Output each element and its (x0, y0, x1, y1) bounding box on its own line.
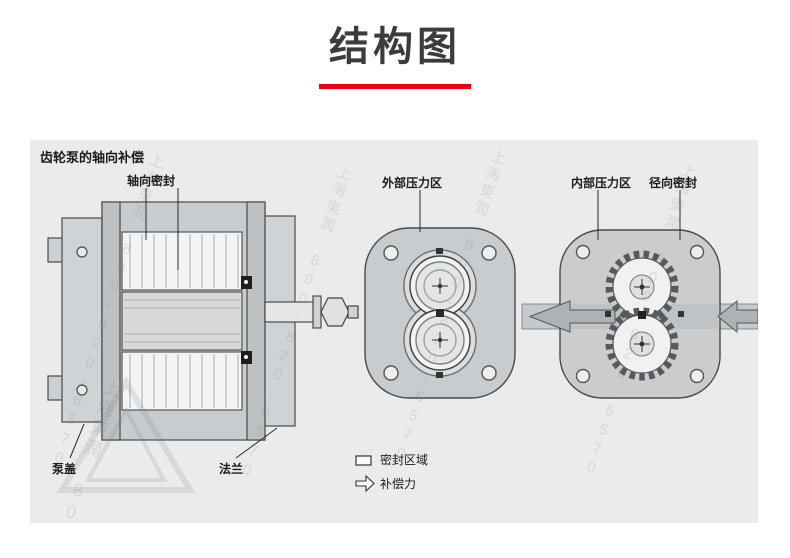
diagram-panel: 上海東潤 800-820-6570 上海東潤 800-820-6570 上海東潤… (30, 140, 758, 523)
seal-dot (244, 280, 248, 284)
label-radial-seal: 径向密封 (649, 176, 698, 190)
mesh-seal (638, 311, 646, 319)
seal-mark-top (436, 248, 443, 254)
gear-teeth-bottom (605, 307, 679, 381)
gear-chamber-top (121, 231, 243, 291)
gear-ring (423, 269, 457, 303)
page-title: 结构图 (329, 25, 461, 69)
label-internal-pressure-zone: 内部压力区 (571, 176, 632, 190)
bolt-hole (76, 384, 88, 396)
label-axial-seal: 轴向密封 (127, 174, 176, 188)
shaft-block (121, 291, 243, 351)
bolt-hole (481, 245, 497, 261)
legend-label-compensation-force: 补偿力 (380, 477, 417, 491)
gear-view (521, 229, 758, 399)
front-view (364, 227, 516, 399)
end-plate-right (246, 201, 266, 441)
mesh-seal (436, 309, 444, 317)
gear-chamber-bottom (121, 351, 243, 411)
diagram-heading: 齿轮泵的轴向补偿 (40, 150, 145, 165)
bolt-hole (481, 365, 497, 381)
shaft-lines (124, 299, 240, 343)
seal-region-symbol (355, 455, 372, 466)
diagram-drawing (47, 188, 758, 493)
center-dot (639, 341, 645, 347)
bolt-hole (689, 244, 705, 260)
leader-pump-cover (69, 423, 85, 459)
leader-flange (235, 427, 278, 459)
outlet-arrow (528, 300, 616, 333)
hex-nut (320, 297, 350, 327)
title-underline (319, 84, 471, 89)
bolt-hole (76, 246, 88, 258)
shaft-washer (312, 295, 322, 329)
end-plate-left (101, 201, 121, 441)
bolt-hole (575, 244, 591, 260)
seal-mark-bottom (436, 372, 443, 378)
bolt-hole (689, 368, 705, 384)
label-external-pressure-zone: 外部压力区 (382, 176, 443, 190)
legend-label-seal-region: 密封区域 (380, 453, 429, 467)
compensation-force-arrow-icon (355, 474, 375, 493)
gear-hatch-bottom (129, 354, 239, 408)
drive-shaft (264, 301, 316, 323)
radial-seal-mark (605, 311, 611, 317)
legend-symbols (355, 455, 375, 493)
shaft-tip (347, 305, 359, 319)
label-pump-cover: 泵盖 (52, 462, 77, 476)
center-dot (437, 283, 443, 289)
center-dot (639, 284, 645, 290)
label-flange: 法兰 (219, 462, 244, 476)
radial-seal-mark (678, 311, 684, 317)
seal-dot (244, 355, 248, 359)
bolt-hole (383, 245, 399, 261)
gear-ring (423, 323, 457, 357)
bolt-hole (383, 365, 399, 381)
leader-lines (69, 188, 681, 459)
bolt-hole (575, 368, 591, 384)
cross-section-view (47, 201, 359, 441)
inlet-arrow (717, 299, 758, 334)
center-dot (437, 337, 443, 343)
